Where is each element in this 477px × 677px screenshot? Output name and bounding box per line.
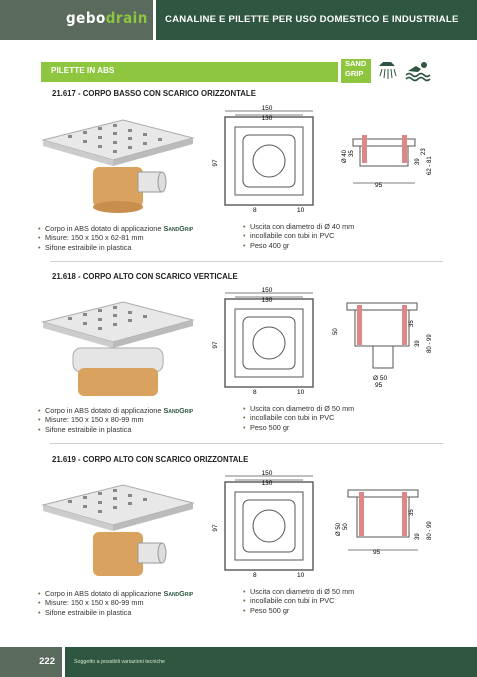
feature-list-left: Corpo in ABS dotato di applicazione Sand…	[38, 224, 193, 252]
svg-text:130: 130	[262, 480, 273, 487]
swimmer-icon	[404, 56, 432, 84]
svg-text:97: 97	[212, 524, 219, 532]
shower-icon	[375, 56, 403, 84]
section-bar: PILETTE IN ABS	[41, 62, 338, 82]
section-title: PILETTE IN ABS	[51, 66, 115, 75]
svg-text:10: 10	[297, 207, 305, 214]
svg-text:Ø 50: Ø 50	[373, 375, 387, 382]
page-header: gebodrain CANALINE E PILETTE PER USO DOM…	[0, 0, 477, 40]
page-footer: 222 Soggetto a possibili variazioni tecn…	[0, 647, 477, 677]
feature-list-left: Corpo in ABS dotato di applicazione Sand…	[38, 406, 193, 434]
svg-text:95: 95	[373, 549, 381, 556]
svg-text:35: 35	[409, 320, 415, 327]
feature-list-left: Corpo in ABS dotato di applicazione Sand…	[38, 589, 193, 617]
svg-text:10: 10	[297, 389, 305, 396]
divider	[50, 261, 443, 262]
svg-text:Ø 50: Ø 50	[336, 522, 342, 536]
technical-drawing: 150 130 97 8 10 95 Ø 50 50 39 80 - 99 35	[212, 470, 433, 579]
svg-text:97: 97	[212, 159, 219, 167]
svg-text:150: 150	[262, 105, 273, 112]
svg-text:23: 23	[421, 148, 427, 155]
product-image	[41, 119, 195, 213]
svg-text:80 - 99: 80 - 99	[427, 521, 433, 540]
product-title: 21.618 - CORPO ALTO CON SCARICO VERTICAL…	[52, 272, 238, 281]
feature-list-right: Uscita con diametro di Ø 50 mm incollabi…	[243, 404, 354, 432]
logo: gebodrain	[0, 0, 153, 40]
svg-text:35: 35	[409, 509, 415, 516]
svg-text:95: 95	[375, 182, 383, 189]
feature-list-right: Uscita con diametro di Ø 40 mm incollabi…	[243, 222, 354, 250]
svg-text:8: 8	[253, 389, 257, 396]
svg-text:8: 8	[253, 572, 257, 579]
svg-text:35: 35	[349, 150, 355, 157]
logo-text: gebodrain	[66, 9, 148, 27]
svg-text:Ø 40: Ø 40	[342, 149, 348, 163]
product-title: 21.619 - CORPO ALTO CON SCARICO ORIZZONT…	[52, 455, 249, 464]
svg-text:39: 39	[415, 533, 421, 540]
product-image	[41, 301, 195, 396]
page-number: 222	[0, 647, 62, 677]
svg-text:50: 50	[333, 328, 339, 335]
technical-drawing: 150 130 97 8 10 95 Ø 40 35 39 62 - 81 23	[212, 105, 433, 214]
feature-list-right: Uscita con diametro di Ø 50 mm incollabi…	[243, 587, 354, 615]
svg-text:130: 130	[262, 115, 273, 122]
svg-text:50: 50	[343, 523, 349, 530]
svg-text:10: 10	[297, 572, 305, 579]
svg-text:130: 130	[262, 297, 273, 304]
svg-text:39: 39	[415, 158, 421, 165]
technical-drawing: 150 130 97 8 10 Ø 50 95 50 39 80 - 99 35	[212, 287, 433, 396]
product-image	[41, 484, 195, 576]
svg-text:62 - 81: 62 - 81	[427, 156, 433, 175]
page-title: CANALINE E PILETTE PER USO DOMESTICO E I…	[156, 0, 477, 40]
svg-text:97: 97	[212, 341, 219, 349]
svg-text:95: 95	[375, 382, 383, 389]
svg-text:39: 39	[415, 340, 421, 347]
divider	[50, 443, 443, 444]
svg-text:150: 150	[262, 470, 273, 477]
footer-note: Soggetto a possibili variazioni tecniche	[65, 647, 477, 677]
svg-text:80 - 99: 80 - 99	[427, 334, 433, 353]
product-title: 21.617 - CORPO BASSO CON SCARICO ORIZZON…	[52, 89, 256, 98]
svg-text:8: 8	[253, 207, 257, 214]
svg-text:150: 150	[262, 287, 273, 294]
